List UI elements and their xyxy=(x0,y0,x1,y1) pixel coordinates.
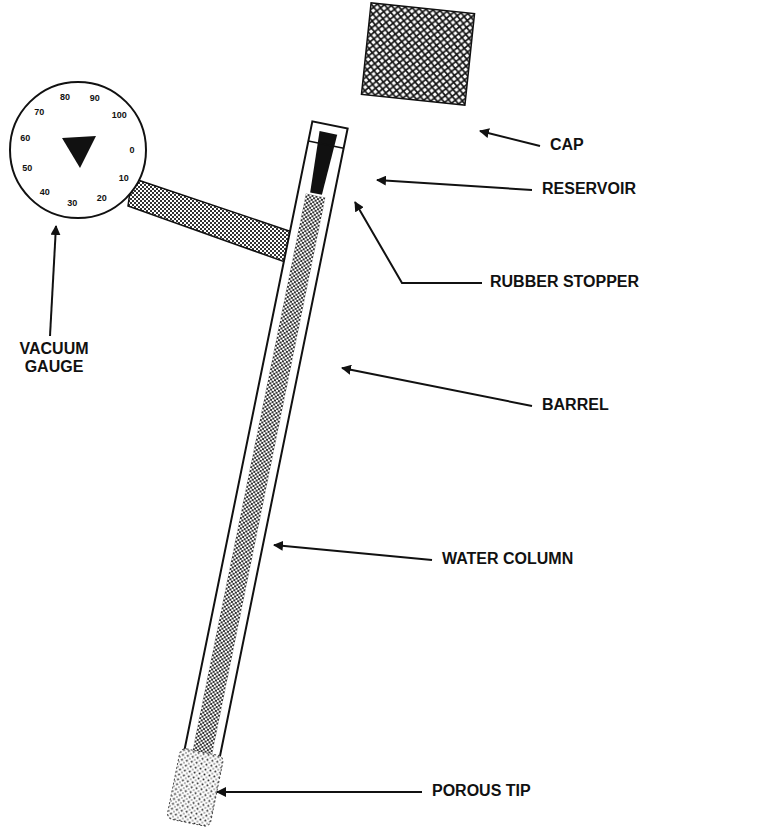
dial-number: 50 xyxy=(22,164,32,173)
leader-lines xyxy=(50,131,540,792)
dial-number: 80 xyxy=(60,93,70,102)
cap xyxy=(361,3,474,105)
gauge-dial xyxy=(10,82,146,218)
dial-number: 100 xyxy=(112,111,127,120)
part-label: BARREL xyxy=(540,396,611,414)
part-label: WATER COLUMN xyxy=(440,550,575,568)
tube xyxy=(166,121,351,827)
gauge-stem xyxy=(128,178,304,268)
dial-number: 90 xyxy=(90,94,100,103)
dial-number: 30 xyxy=(67,199,77,208)
part-label: CAP xyxy=(548,136,586,154)
part-label: VACUUM GAUGE xyxy=(6,340,102,377)
reservoir-rim xyxy=(308,141,343,148)
part-label: RUBBER STOPPER xyxy=(488,273,641,291)
part-label: RESERVOIR xyxy=(540,180,638,198)
porous-tip xyxy=(166,748,223,827)
dial-number: 70 xyxy=(34,108,44,117)
part-label: POROUS TIP xyxy=(430,782,533,800)
dial-number: 0 xyxy=(129,146,134,155)
gauge-needle xyxy=(62,136,96,168)
rubber-stopper xyxy=(307,131,337,195)
dial-number: 40 xyxy=(40,188,50,197)
dial-number: 60 xyxy=(20,134,30,143)
dial-number: 10 xyxy=(119,174,129,183)
dial-number: 20 xyxy=(97,194,107,203)
water-column xyxy=(191,194,325,761)
barrel xyxy=(178,121,347,787)
